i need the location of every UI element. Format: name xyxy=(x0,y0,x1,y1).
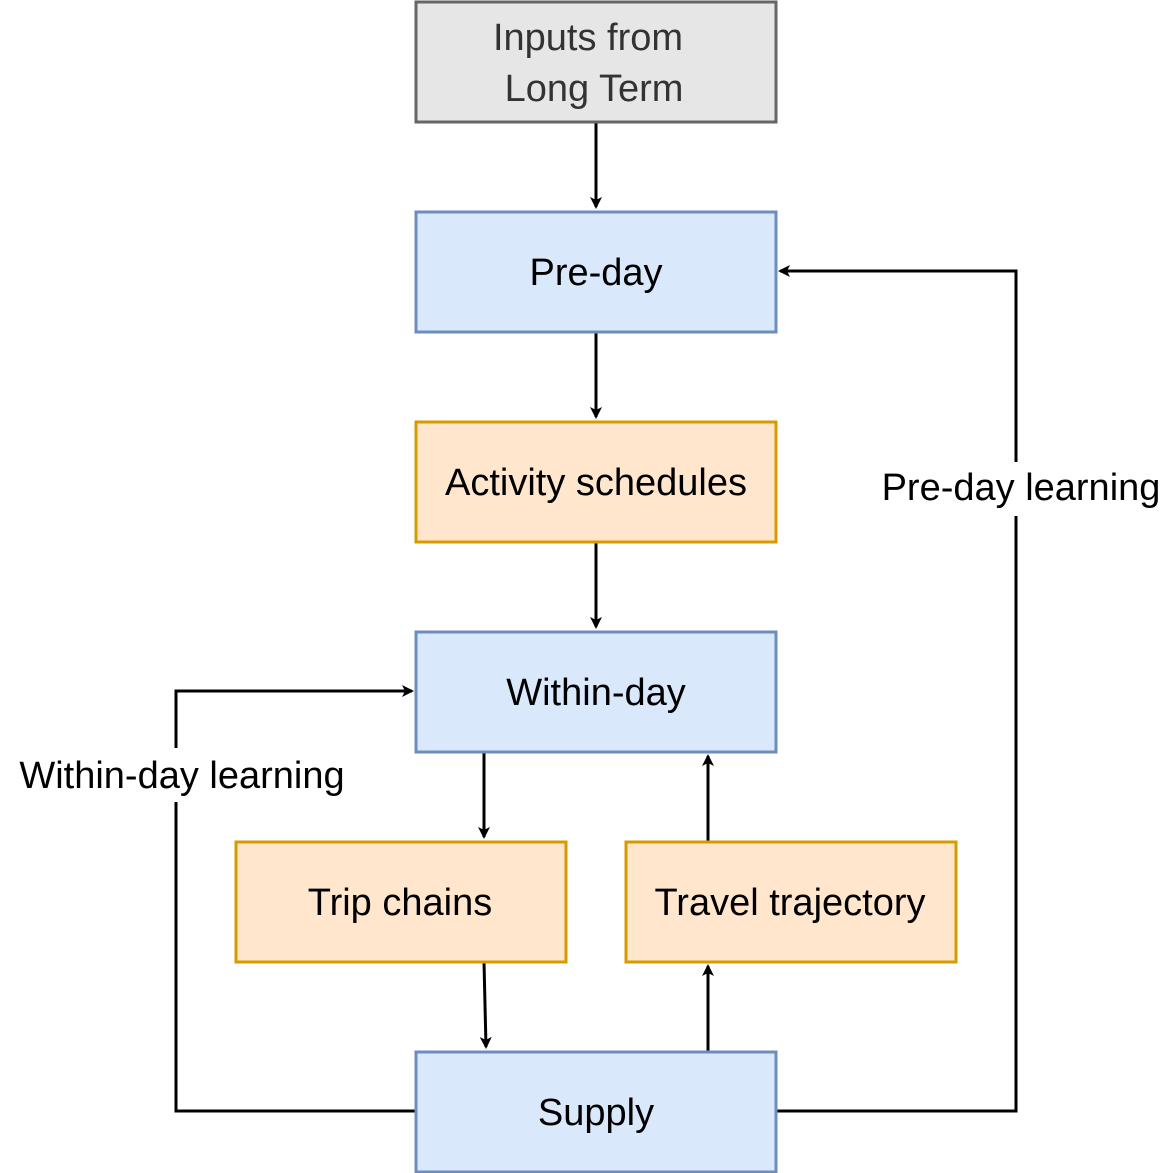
preday-learning-label-bg xyxy=(866,462,1176,516)
withinday-learning-label: Within-day learning xyxy=(19,755,344,797)
node-trip-border xyxy=(234,840,568,964)
node-pre-day: Pre-day xyxy=(414,210,778,334)
node-activity-schedules: Activity schedules xyxy=(414,420,778,544)
node-travel-trajectory: Travel trajectory xyxy=(624,840,958,964)
node-preday-border xyxy=(414,210,778,334)
withinday-learning-label-bg xyxy=(0,748,364,802)
node-supply-label: Supply xyxy=(538,1092,654,1134)
node-supply-border xyxy=(414,1050,778,1173)
preday-learning-label: Pre-day learning xyxy=(882,467,1161,509)
node-supply-box xyxy=(416,1052,776,1172)
node-travel-border xyxy=(624,840,958,964)
node-trip-label: Trip chains xyxy=(308,882,492,924)
node-within-day: Within-day xyxy=(414,630,778,754)
node-supply: Supply xyxy=(414,1050,778,1173)
node-inputs-label-line2: Long Term xyxy=(505,68,684,110)
node-withinday-box xyxy=(416,632,776,752)
node-trip-box xyxy=(236,842,566,962)
node-activity-border xyxy=(414,420,778,544)
node-activity-box xyxy=(416,422,776,542)
node-withinday-label: Within-day xyxy=(506,672,686,714)
node-inputs-from-long-term: Inputs from Long Term xyxy=(414,0,778,124)
node-travel-label: Travel trajectory xyxy=(655,882,926,924)
node-inputs-box xyxy=(416,2,776,122)
node-trip-chains: Trip chains xyxy=(234,840,568,964)
edge-trip-to-supply xyxy=(479,961,492,1049)
node-preday-box xyxy=(416,212,776,332)
node-withinday-border xyxy=(414,630,778,754)
node-travel-box xyxy=(626,842,956,962)
node-inputs-label-line1: Inputs from xyxy=(493,17,683,59)
node-preday-label: Pre-day xyxy=(529,252,662,294)
node-activity-label: Activity schedules xyxy=(445,462,747,504)
node-inputs-border xyxy=(414,0,778,124)
edge-supply-to-preday-loop xyxy=(776,265,1018,1113)
edge-supply-to-withinday-loop xyxy=(174,685,416,1113)
